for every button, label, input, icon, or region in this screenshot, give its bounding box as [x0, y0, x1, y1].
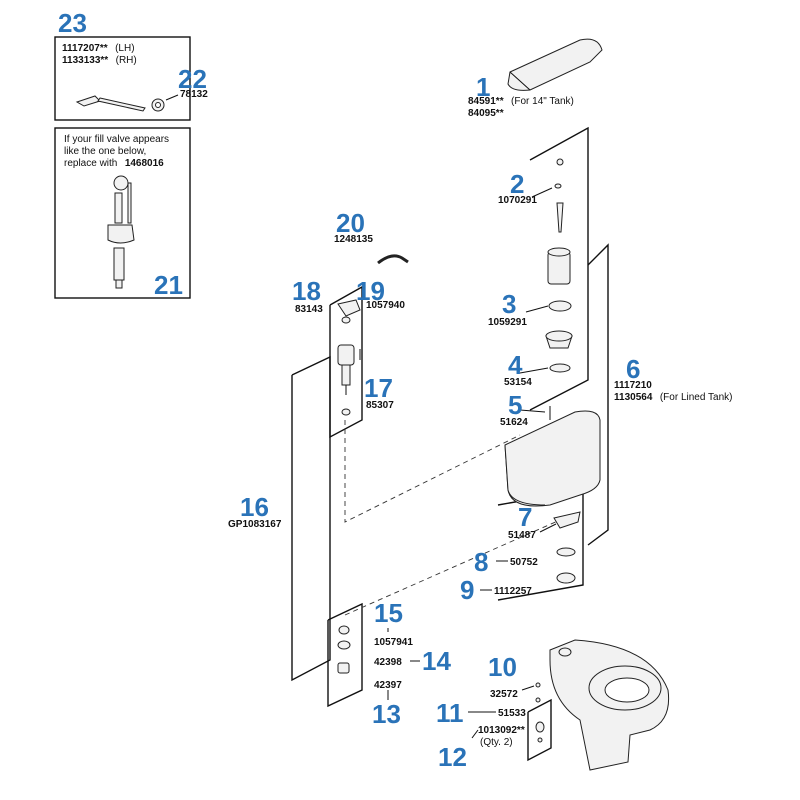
ref-9: 9 — [460, 575, 474, 605]
part-6: 1117210 1130564 (For Lined Tank) — [614, 375, 732, 404]
part-14: 42398 — [374, 657, 402, 668]
ref-20: 20 — [336, 208, 365, 238]
leader-7 — [539, 523, 557, 533]
part-16: GP1083167 — [228, 519, 282, 530]
part-numbers: 84591** (For 14" Tank) 84095** 1070291 1… — [62, 38, 732, 748]
part-23: 1117207** (LH) 1133133** (RH) — [62, 38, 139, 67]
dashed-connection-fill-valve — [344, 420, 521, 523]
part-12: 1013092** (Qty. 2) — [478, 720, 529, 748]
ref-16: 16 — [240, 492, 269, 522]
fill-valve-note: If your fill valve appears like the one … — [64, 129, 174, 170]
ref-4: 4 — [508, 350, 523, 380]
fill-valve-part — [337, 299, 361, 416]
part-1: 84591** (For 14" Tank) 84095** — [468, 91, 578, 119]
flush-valve-part — [547, 158, 571, 285]
ref-21: 21 — [154, 270, 183, 300]
ref-5: 5 — [508, 390, 522, 420]
ref-6: 6 — [626, 354, 640, 384]
box-fill-valve-note — [54, 127, 191, 299]
bolt-12-part — [535, 721, 545, 733]
ref-22: 22 — [178, 64, 207, 94]
gasket-3-part — [548, 300, 572, 312]
ref-7: 7 — [518, 502, 532, 532]
gasket-8-part — [556, 547, 576, 557]
fill-valve-alt-part — [107, 175, 135, 289]
leader-4 — [519, 367, 549, 374]
part-3: 1059291 — [488, 317, 527, 328]
dashed-connection-supply — [344, 519, 561, 616]
bracket-tank-bottom — [497, 489, 584, 601]
ref-17: 17 — [364, 373, 393, 403]
leader-10 — [521, 685, 535, 691]
part-9: 1112257 — [494, 586, 532, 597]
part-7: 51487 — [508, 530, 536, 541]
ref-numbers: 1 2 3 4 5 6 7 8 9 10 11 12 13 14 15 16 1… — [58, 8, 640, 772]
flush-valve-nut-part — [545, 330, 573, 349]
toilet-bowl-part — [549, 639, 670, 771]
ref-19: 19 — [356, 276, 385, 306]
part-17: 85307 — [366, 400, 394, 411]
ref-10: 10 — [488, 652, 517, 682]
box-trip-lever — [54, 36, 191, 121]
leader-12 — [471, 729, 479, 739]
part-19: 1057940 — [366, 300, 405, 311]
ref-3: 3 — [502, 289, 516, 319]
tank-plate-7-part — [553, 511, 581, 529]
part-18: 83143 — [295, 304, 323, 315]
nut-22-part — [151, 98, 165, 112]
bracket-bowl-parts — [327, 602, 363, 708]
tank-part — [504, 410, 601, 507]
bowl-part-13 — [337, 662, 350, 674]
part-2: 1070291 — [498, 195, 537, 206]
part-13: 42397 — [374, 680, 402, 691]
ref-2: 2 — [510, 169, 524, 199]
cap-10-part — [535, 682, 541, 688]
ref-8: 8 — [474, 547, 488, 577]
bowl-part-14 — [337, 640, 351, 650]
part-20: 1248135 — [334, 234, 373, 245]
bracket-bolts — [527, 698, 552, 762]
ref-15: 15 — [374, 598, 403, 628]
trip-lever-part — [75, 95, 146, 112]
part-22: 78132 — [180, 89, 208, 100]
bowl-part-15 — [338, 625, 350, 635]
leader-5 — [519, 409, 546, 413]
bolt-12b-part — [537, 737, 543, 743]
ref-1: 1 — [476, 72, 490, 102]
ref-14: 14 — [422, 646, 451, 676]
leader-22 — [165, 94, 179, 101]
part-10: 32572 — [490, 689, 518, 700]
bracket-16 — [291, 355, 331, 682]
bracket-tank-6 — [587, 243, 609, 546]
part-11: 51533 — [498, 708, 526, 719]
bolt-11-part — [535, 697, 541, 703]
washer-4-part — [549, 363, 571, 373]
gasket-9-part — [556, 572, 576, 584]
leader-2 — [531, 187, 553, 198]
ref-12: 12 — [438, 742, 467, 772]
part-15: 1057941 — [374, 637, 413, 648]
bracket-tank-top — [529, 126, 589, 411]
ref-18: 18 — [292, 276, 321, 306]
tank-lid-part — [507, 38, 603, 91]
ref-13: 13 — [372, 699, 401, 729]
part-8: 50752 — [510, 557, 538, 568]
ref-11: 11 — [436, 698, 464, 728]
refill-tube-part — [377, 254, 409, 265]
part-5: 51624 — [500, 417, 528, 428]
ref-23: 23 — [58, 8, 87, 38]
part-4: 53154 — [504, 377, 532, 388]
leader-3 — [525, 305, 549, 313]
